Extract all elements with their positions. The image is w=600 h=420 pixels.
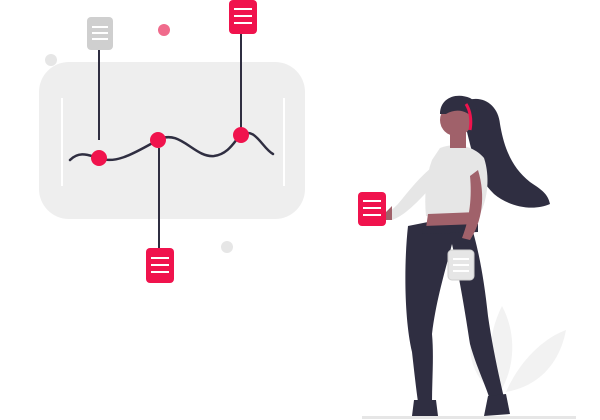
waistband (422, 224, 478, 234)
chart-panel-background (39, 62, 305, 219)
gray-dot-icon (221, 241, 233, 253)
red-document-card-bottom (146, 248, 174, 283)
chart-marker (233, 127, 249, 143)
woman-figure (376, 95, 550, 416)
red-document-card-top (229, 0, 257, 34)
neck (450, 132, 466, 148)
left-shoe (412, 400, 438, 416)
chart-marker (150, 132, 166, 148)
chart-panel (39, 62, 305, 219)
gray-document-card-pocket (447, 249, 475, 281)
hair (460, 98, 550, 208)
right-arm (462, 170, 483, 240)
right-shoe (484, 394, 510, 416)
hair-top (440, 95, 477, 120)
pink-dot-icon (158, 24, 170, 36)
gray-document-card (87, 17, 113, 50)
chart-marker (91, 150, 107, 166)
sleeve (388, 164, 436, 220)
trousers (405, 222, 504, 402)
midriff (426, 212, 478, 228)
headband (464, 103, 473, 131)
gray-dot-icon (45, 54, 57, 66)
red-document-card-held (358, 192, 386, 226)
ground-line (362, 416, 576, 419)
